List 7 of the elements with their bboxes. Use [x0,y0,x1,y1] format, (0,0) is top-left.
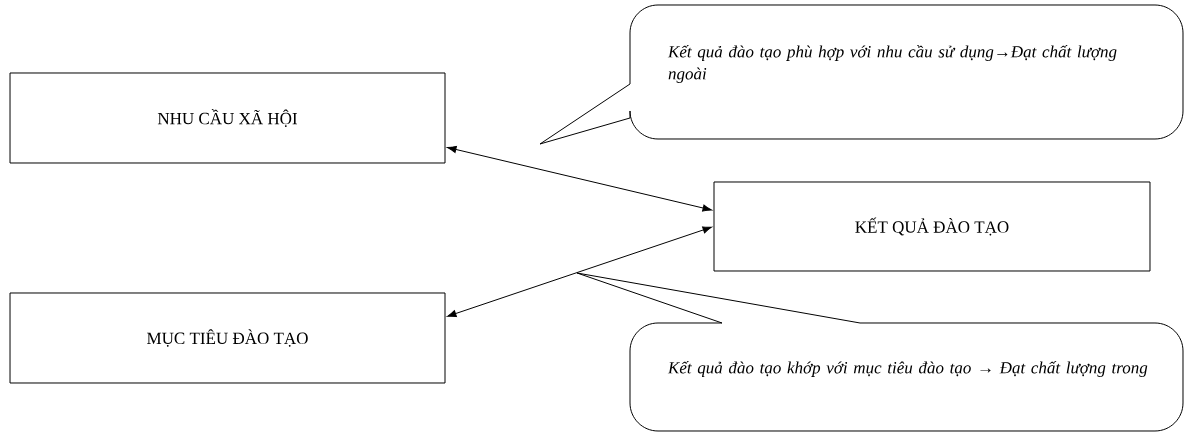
arrow [447,226,712,318]
arrow [447,145,712,212]
speech-bubble: Kết quả đào tạo phù hợp với nhu cầu sử dụng→Đạt chất lượng ngoài [539,4,1184,145]
box: NHU CẦU XÃ HỘI [9,72,446,164]
speech-bubble: Kết quả đào tạo khớp với mục tiêu đào tạo → Đạt chất lượng trong [576,272,1184,432]
box: KẾT QUẢ ĐÀO TẠO [713,181,1151,272]
box: MỤC TIÊU ĐÀO TẠO [9,292,446,384]
